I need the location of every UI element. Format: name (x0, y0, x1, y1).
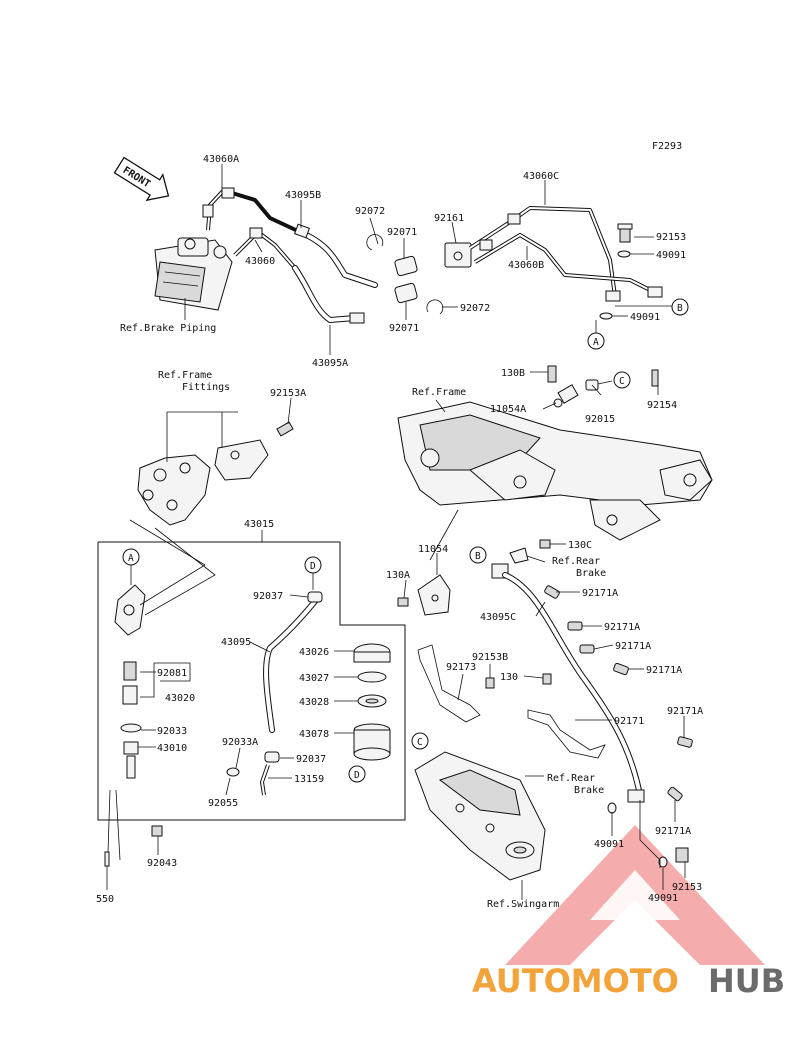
label-43078: 43078 (299, 729, 329, 740)
label-92153b: 92153B (472, 652, 508, 663)
label-92171a-1: 92171A (582, 588, 618, 599)
label-43026: 43026 (299, 647, 329, 658)
label-92071-top: 92071 (387, 227, 417, 238)
ref-rear-brake-top-line1: Ref.Rear (552, 556, 600, 567)
label-92037-bot: 92037 (296, 754, 326, 765)
label-92173: 92173 (446, 662, 476, 673)
callout-c1: C (619, 376, 625, 387)
label-43027: 43027 (299, 673, 329, 684)
watermark-logo (505, 825, 765, 965)
frame-fittings (137, 421, 294, 526)
label-130c: 130C (568, 540, 592, 551)
ref-frame-fittings-line2: Fittings (182, 382, 230, 393)
ref-brake-piping: Ref.Brake Piping (120, 323, 216, 334)
label-92043: 92043 (147, 858, 177, 869)
diagram-code: F2293 (652, 141, 682, 152)
label-49091-bot2: 49091 (648, 893, 678, 904)
watermark-hub: HUB (708, 962, 785, 1000)
master-cylinder-box (97, 530, 406, 867)
label-43015: 43015 (244, 519, 274, 530)
label-550: 550 (96, 894, 114, 905)
label-92154: 92154 (647, 400, 677, 411)
label-43095c: 43095C (480, 612, 516, 623)
label-92171a-3: 92171A (615, 641, 651, 652)
part-labels: 43060A 43095B 92072 92161 43060C 92153 9… (96, 154, 703, 905)
swingarm (414, 644, 606, 881)
label-43095a: 43095A (312, 358, 348, 369)
ref-rear-brake-bot-line1: Ref.Rear (547, 773, 595, 784)
label-92171a-5: 92171A (667, 706, 703, 717)
frame (397, 365, 713, 541)
label-92171a-4: 92171A (646, 665, 682, 676)
label-92037-top: 92037 (253, 591, 283, 602)
reference-labels: Ref.Brake Piping Ref.Frame Fittings Ref.… (120, 323, 606, 910)
label-92072-mid: 92072 (460, 303, 490, 314)
label-43060b: 43060B (508, 260, 544, 271)
label-92071-bot: 92071 (389, 323, 419, 334)
label-92171a-2: 92171A (604, 622, 640, 633)
ref-frame: Ref.Frame (412, 387, 466, 398)
label-92072-top: 92072 (355, 206, 385, 217)
label-43010: 43010 (157, 743, 187, 754)
label-49091-mid: 49091 (630, 312, 660, 323)
label-92153a: 92153A (270, 388, 306, 399)
rear-brake-hose (491, 563, 693, 868)
label-43095b: 43095B (285, 190, 321, 201)
label-11054a: 11054A (490, 404, 526, 415)
label-92171a-6: 92171A (655, 826, 691, 837)
label-13159: 13159 (294, 774, 324, 785)
label-43060a: 43060A (203, 154, 239, 165)
label-92081: 92081 (157, 668, 187, 679)
brake-hoses-top (202, 187, 663, 324)
label-49091-top: 49091 (656, 250, 686, 261)
callout-d2: D (354, 770, 360, 781)
label-92153-top: 92153 (656, 232, 686, 243)
label-92033: 92033 (157, 726, 187, 737)
label-49091-bot1: 49091 (594, 839, 624, 850)
ref-frame-fittings-line1: Ref.Frame (158, 370, 212, 381)
callout-c2: C (417, 737, 423, 748)
label-43028: 43028 (299, 697, 329, 708)
leader-lines (106, 164, 686, 900)
watermark-text: AUTOMOTO HUB (472, 962, 785, 1000)
label-43020: 43020 (165, 693, 195, 704)
callout-d1: D (310, 561, 316, 572)
label-130a: 130A (386, 570, 410, 581)
front-arrow: FRONT (113, 156, 170, 202)
callout-b2: B (475, 551, 481, 562)
callout-a1: A (593, 337, 599, 348)
label-92015: 92015 (585, 414, 615, 425)
label-130b: 130B (501, 368, 525, 379)
callout-a2: A (128, 553, 134, 564)
ref-swingarm: Ref.Swingarm (487, 899, 559, 910)
watermark-automoto: AUTOMOTO (472, 962, 679, 1000)
label-43095: 43095 (221, 637, 251, 648)
label-92153-bot: 92153 (672, 882, 702, 893)
label-130: 130 (500, 672, 518, 683)
label-43060c: 43060C (523, 171, 559, 182)
bracket-11054 (397, 539, 551, 616)
label-92055: 92055 (208, 798, 238, 809)
label-92161: 92161 (434, 213, 464, 224)
ref-rear-brake-bot-line2: Brake (574, 785, 604, 796)
ref-rear-brake-top-line2: Brake (576, 568, 606, 579)
callout-b1: B (677, 303, 683, 314)
label-92171: 92171 (614, 716, 644, 727)
abs-unit (154, 237, 233, 311)
label-11054: 11054 (418, 544, 448, 555)
label-43060: 43060 (245, 256, 275, 267)
label-92033a: 92033A (222, 737, 258, 748)
